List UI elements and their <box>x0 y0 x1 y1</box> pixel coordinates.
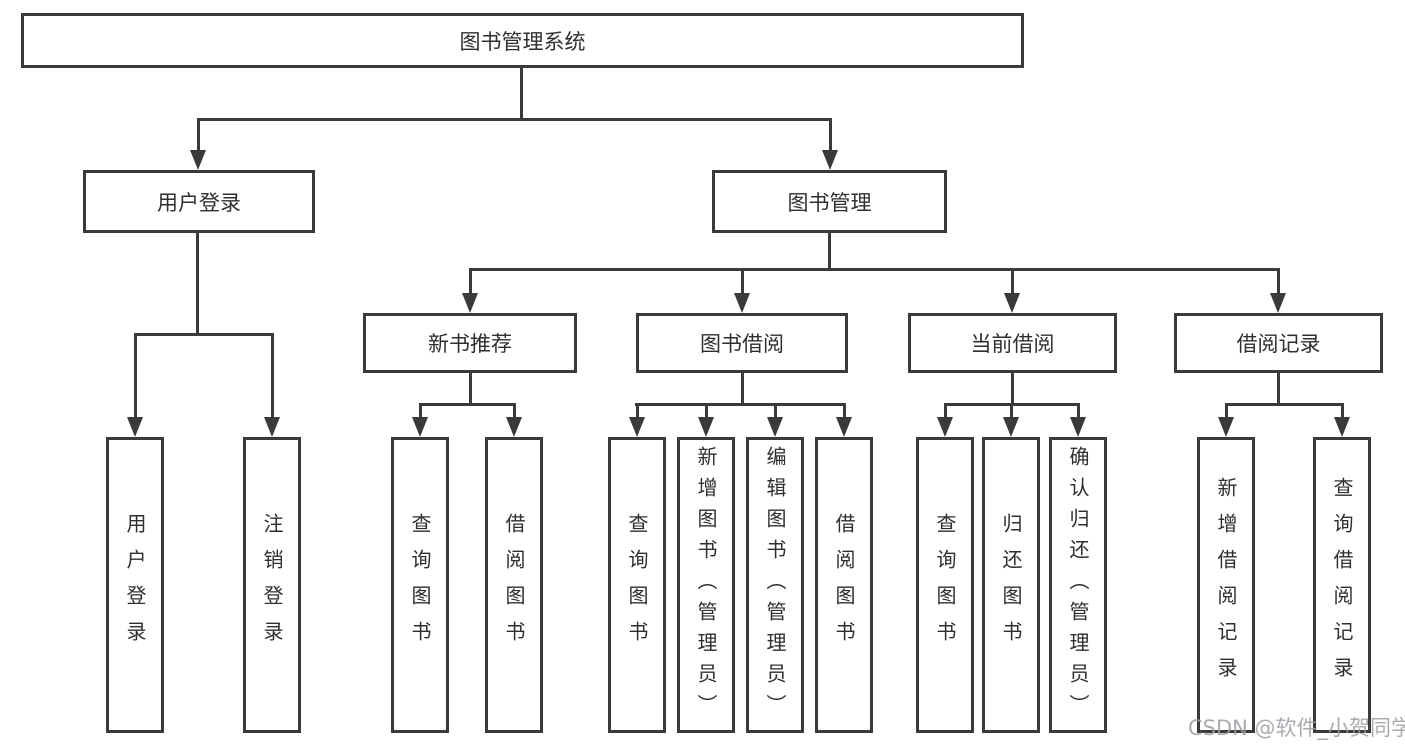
connector-group4-stem <box>1011 373 1014 405</box>
leaf-return-books: 归还图书 <box>982 437 1040 733</box>
arrowhead-icon <box>506 417 522 437</box>
leaf-user-login: 用户登录 <box>106 437 164 733</box>
connector-arrow-line <box>1011 268 1014 295</box>
leaf-add-borrow-record: 新增借阅记录 <box>1197 437 1255 733</box>
arrowhead-icon <box>629 417 645 437</box>
leaf-add-borrow-record-label: 新增借阅记录 <box>1214 477 1238 693</box>
connector-userlogin-rail <box>134 333 274 336</box>
leaf-edit-books-admin-label: 编辑图书（管理员） <box>763 445 787 725</box>
connector-group5-stem <box>1277 373 1280 405</box>
connector-arrow-line <box>774 403 777 419</box>
connector-arrow-line <box>829 118 832 152</box>
leaf-borrow-books-2: 借阅图书 <box>815 437 873 733</box>
leaf-query-books-1: 查询图书 <box>391 437 449 733</box>
leaf-query-books-1-label: 查询图书 <box>408 513 432 657</box>
arrowhead-icon <box>767 417 783 437</box>
leaf-query-borrow-record: 查询借阅记录 <box>1313 437 1371 733</box>
arrowhead-icon <box>1270 293 1286 313</box>
leaf-query-books-2-label: 查询图书 <box>625 513 649 657</box>
node-book-borrow: 图书借阅 <box>636 313 848 373</box>
connector-arrow-line <box>1077 403 1080 419</box>
node-root: 图书管理系统 <box>21 13 1024 68</box>
arrowhead-icon <box>127 417 143 437</box>
leaf-add-books-admin: 新增图书（管理员） <box>677 437 735 733</box>
arrowhead-icon <box>822 150 838 170</box>
connector-arrow-line <box>419 403 422 419</box>
leaf-borrow-books-1: 借阅图书 <box>485 437 543 733</box>
connector-arrow-line <box>197 118 200 152</box>
arrowhead-icon <box>462 293 478 313</box>
connector-arrow-line <box>843 403 846 419</box>
connector-group3-rail <box>635 403 846 406</box>
connector-arrow-line <box>513 403 516 419</box>
node-user-login: 用户登录 <box>83 170 315 233</box>
leaf-add-books-admin-label: 新增图书（管理员） <box>694 445 718 725</box>
connector-arrow-line <box>705 403 708 419</box>
connector-userlogin-stem <box>196 233 199 335</box>
leaf-confirm-return-admin-label: 确认归还（管理员） <box>1066 445 1090 725</box>
arrowhead-icon <box>836 417 852 437</box>
connector-arrow-line <box>636 403 639 419</box>
arrowhead-icon <box>190 150 206 170</box>
leaf-query-books-2: 查询图书 <box>608 437 666 733</box>
leaf-logout: 注销登录 <box>243 437 301 733</box>
connector-arrow-line <box>1277 268 1280 295</box>
node-book-management-label: 图书管理 <box>787 190 872 215</box>
node-book-management: 图书管理 <box>712 170 947 233</box>
arrowhead-icon <box>698 417 714 437</box>
connector-level3-rail <box>469 268 1280 271</box>
leaf-query-borrow-record-label: 查询借阅记录 <box>1330 477 1354 693</box>
arrowhead-icon <box>1218 417 1234 437</box>
connector-level2-rail <box>197 118 832 121</box>
leaf-return-books-label: 归还图书 <box>999 513 1023 657</box>
leaf-query-books-3-label: 查询图书 <box>933 513 957 657</box>
connector-group2-stem <box>469 373 472 405</box>
node-new-book-recommend-label: 新书推荐 <box>428 332 512 356</box>
arrowhead-icon <box>412 417 428 437</box>
connector-bookmgmt-stem <box>828 233 831 270</box>
arrowhead-icon <box>734 293 750 313</box>
node-borrow-records: 借阅记录 <box>1174 313 1383 373</box>
leaf-query-books-3: 查询图书 <box>916 437 974 733</box>
connector-root-stem <box>520 68 523 120</box>
arrowhead-icon <box>1334 417 1350 437</box>
leaf-borrow-books-2-label: 借阅图书 <box>832 513 856 657</box>
connector-group3-stem <box>741 373 744 405</box>
connector-arrow-line <box>741 268 744 295</box>
arrowhead-icon <box>937 417 953 437</box>
connector-arrow-line <box>1010 403 1013 419</box>
arrowhead-icon <box>264 417 280 437</box>
node-book-borrow-label: 图书借阅 <box>700 332 784 356</box>
node-current-borrow: 当前借阅 <box>908 313 1117 373</box>
leaf-confirm-return-admin: 确认归还（管理员） <box>1049 437 1107 733</box>
connector-arrow-line <box>1225 403 1228 419</box>
connector-arrow-line <box>944 403 947 419</box>
connector-group2-rail <box>419 403 516 406</box>
node-current-borrow-label: 当前借阅 <box>970 332 1055 356</box>
connector-arrow-line <box>271 333 274 419</box>
leaf-user-login-label: 用户登录 <box>123 513 147 657</box>
connector-arrow-line <box>134 333 137 419</box>
node-borrow-records-label: 借阅记录 <box>1236 332 1321 356</box>
arrowhead-icon <box>1070 417 1086 437</box>
connector-group5-rail <box>1225 403 1344 406</box>
arrowhead-icon <box>1004 293 1020 313</box>
leaf-edit-books-admin: 编辑图书（管理员） <box>746 437 804 733</box>
node-user-login-label: 用户登录 <box>157 190 241 215</box>
connector-arrow-line <box>1341 403 1344 419</box>
node-root-label: 图书管理系统 <box>459 29 586 54</box>
node-new-book-recommend: 新书推荐 <box>363 313 577 373</box>
csdn-watermark: CSDN @软件_小贺同学 <box>1188 716 1405 740</box>
connector-arrow-line <box>469 268 472 295</box>
leaf-borrow-books-1-label: 借阅图书 <box>502 513 526 657</box>
leaf-logout-label: 注销登录 <box>260 513 284 657</box>
arrowhead-icon <box>1003 417 1019 437</box>
